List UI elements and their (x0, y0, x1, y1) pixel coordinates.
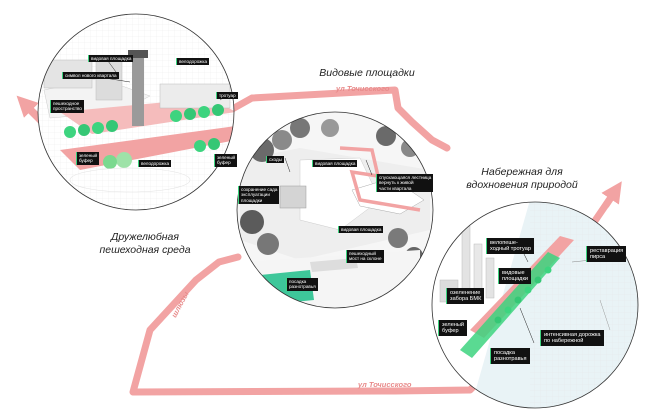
tag-c2-viewing-platform: видовая площадка (312, 160, 358, 168)
street-label-top: ул Точисского (336, 84, 390, 93)
tag-c2-garden-preservation: сохранение сада эксплуатации площадки (238, 186, 280, 205)
caption-embankment: Набережная для вдохновения природой (466, 166, 578, 191)
circle-embankment (432, 202, 638, 408)
route-end-arrow (601, 181, 622, 209)
caption-viewpoints: Видовые площадки (319, 67, 415, 79)
route-start-arrow (16, 95, 40, 119)
tag-c1-new-quarter-symbol: символ нового квартала (62, 72, 119, 80)
tag-c1-sidewalk: велодорожка (176, 58, 210, 66)
circle-pedestrian-outline (37, 13, 235, 211)
tag-c3-meadow-planting: посадка разнотравья (490, 348, 530, 365)
tag-c2-viewing-platform-2: видовая площадка (338, 226, 384, 234)
circle-viewpoints-outline (236, 111, 434, 309)
tag-c3-viewpoints: видовые площадки (498, 268, 532, 285)
tag-c3-bike-pedestrian-walk: велопеше- ходный тротуар (486, 238, 535, 255)
tag-c1-green-buffer-right: зеленый буфер (214, 154, 238, 167)
tag-c2-slope-bridge: пешеходный мост на склоне (346, 250, 384, 263)
tag-c3-fence-greening: озеленение забора БМК (446, 288, 485, 305)
tag-c3-pier-restoration: реставрация пирса (586, 246, 627, 263)
tag-c1-green-buffer: зеленый буфер (76, 152, 100, 165)
street-label-bottom: ул Точисского (358, 380, 412, 389)
tag-c3-green-buffer: зеленый буфер (438, 320, 468, 337)
tag-c2-descending-stairs: спускающаяся лестница вернуть к живой ча… (376, 174, 434, 193)
tag-c1-walkway: тротуар (216, 92, 238, 100)
tag-c1-bikeway: велодорожка (138, 160, 172, 168)
tag-c2-stairs: сходы (266, 156, 284, 164)
tag-c3-embankment-promenade: интенсивная дорожка по набережной (540, 330, 604, 347)
tag-c1-viewing-platform: видовая площадка (88, 55, 134, 63)
circle-embankment-outline (431, 201, 639, 409)
tag-c2-meadow-planting: посадка разнотравья (286, 278, 318, 291)
tag-c1-pedestrian-space: пешеходное пространство (50, 100, 84, 113)
caption-friendly-pedestrian-environment: Дружелюбная пешеходная среда (99, 231, 191, 256)
